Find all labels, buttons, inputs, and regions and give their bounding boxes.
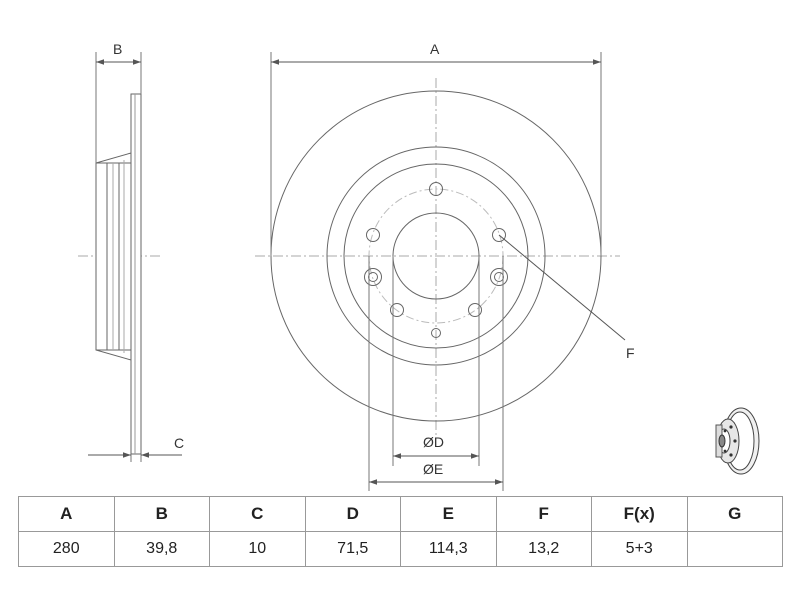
disc-plate (130, 93, 142, 455)
header-e: E (400, 496, 497, 532)
dimension-c-label: C (174, 435, 184, 451)
hat-inner-edge (343, 163, 529, 349)
bolt-hole (429, 182, 443, 196)
side-view (78, 52, 182, 462)
value-d: 71,5 (304, 531, 401, 567)
bolt-hole (390, 303, 404, 317)
header-c: C (209, 496, 306, 532)
header-d: D (304, 496, 401, 532)
value-fx: 5+3 (591, 531, 688, 567)
hat-outer-edge (326, 146, 546, 366)
header-b: B (113, 496, 210, 532)
value-f: 13,2 (495, 531, 592, 567)
spec-value-row: 280 39,8 10 71,5 114,3 13,2 5+3 (18, 531, 783, 567)
countersunk-hole (364, 268, 382, 286)
dimension-f-label: F (626, 345, 635, 361)
spec-header-row: A B C D E F F(x) G (18, 496, 783, 532)
dimension-e-label: ØE (423, 461, 443, 477)
value-g (686, 531, 783, 567)
value-b: 39,8 (113, 531, 210, 567)
countersunk-hole-inner (368, 272, 378, 282)
dimension-b-label: B (113, 41, 122, 57)
value-c: 10 (209, 531, 306, 567)
countersunk-holes (364, 268, 508, 338)
bolt-hole (492, 228, 506, 242)
disc-thumbnail-icon (715, 407, 760, 475)
dimension-a-label: A (430, 41, 440, 57)
header-a: A (18, 496, 115, 532)
value-a: 280 (18, 531, 115, 567)
countersunk-hole (431, 328, 441, 338)
header-f: F (495, 496, 592, 532)
dimension-d-label: ØD (423, 434, 444, 450)
value-e: 114,3 (400, 531, 497, 567)
countersunk-hole-inner (494, 272, 504, 282)
specification-table: A B C D E F F(x) G 280 39,8 10 71,5 114,… (18, 496, 783, 567)
front-view (255, 52, 626, 491)
bolt-hole (468, 303, 482, 317)
bolt-hole (366, 228, 380, 242)
wheel-bolt-holes (366, 182, 506, 317)
dimension-f-leader (498, 234, 626, 341)
countersunk-hole (490, 268, 508, 286)
header-g: G (686, 496, 783, 532)
header-fx: F(x) (591, 496, 688, 532)
